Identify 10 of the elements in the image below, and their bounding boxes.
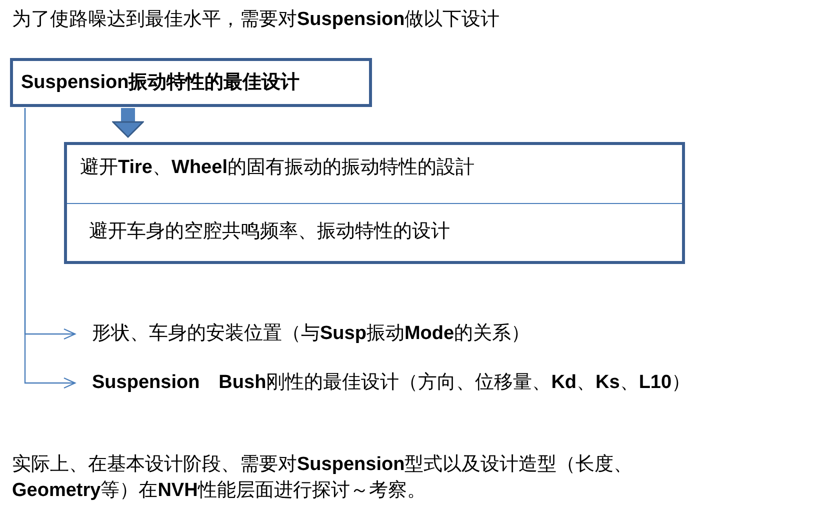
connector-arrow <box>24 108 76 389</box>
title: 为了使路噪达到最佳水平，需要对Suspension做以下设计 <box>12 8 500 32</box>
note-paragraph: 实际上、在基本设计阶段、需要对Suspension型式以及设计造型（长度、Geometry等）在NVH性能层面进行探讨～考察。 <box>12 453 634 503</box>
block-arrow <box>112 108 144 138</box>
item-text: 形状、车身的安装位置（与Susp振动Mode的关系） <box>92 322 530 346</box>
item-text: Suspension Bush刚性的最佳设计（方向、位移量、Kd、Ks、L10） <box>92 371 691 395</box>
heading-box: Suspension振动特性的最佳设计 <box>10 58 372 107</box>
table-row-text: 避开Tire、Wheel的固有振动的振动特性的設計 <box>80 156 474 180</box>
table-row-text: 避开车身的空腔共鸣频率、振动特性的设计 <box>89 220 450 244</box>
design-table-box <box>64 142 685 264</box>
